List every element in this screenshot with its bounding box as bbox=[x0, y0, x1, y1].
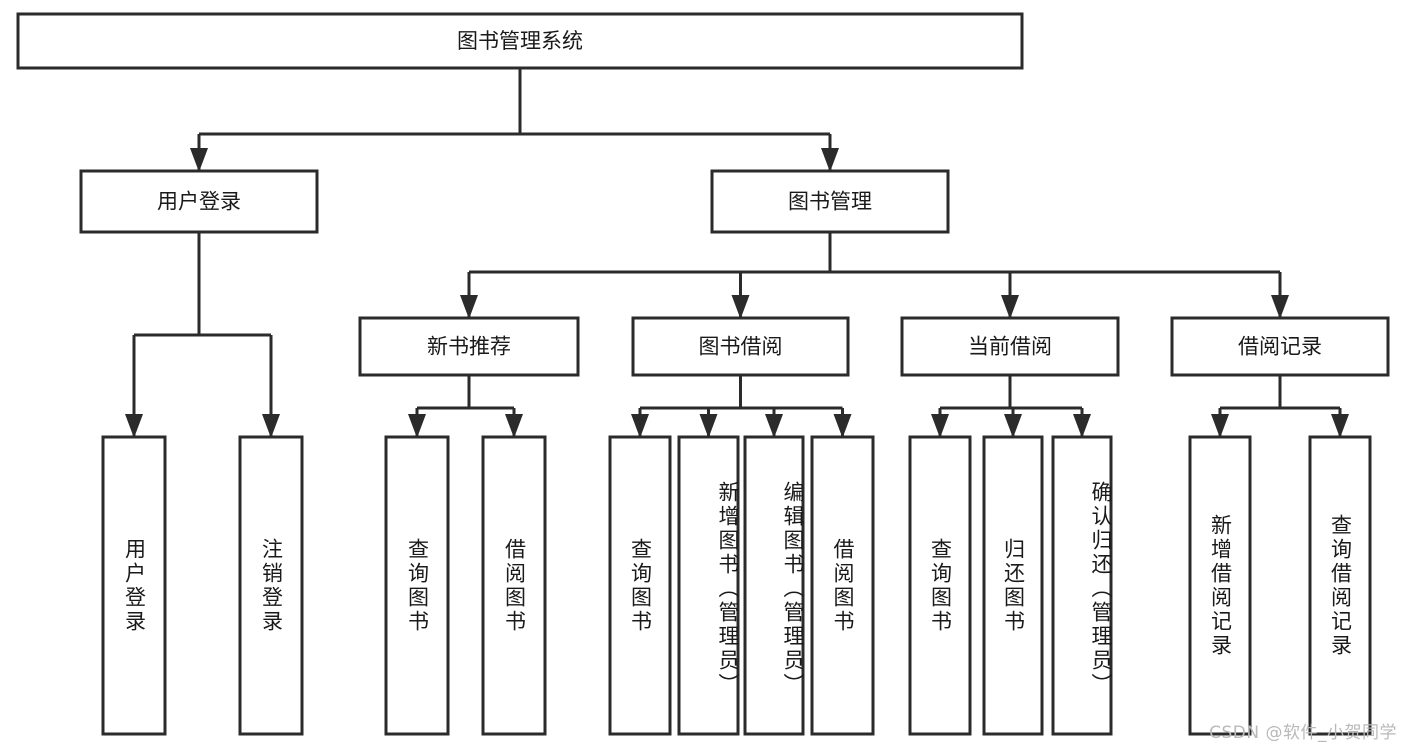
node-l-add-borrow-record[interactable] bbox=[1188, 435, 1252, 736]
node-label-n-borrow-record: 借阅记录 bbox=[1238, 335, 1322, 359]
node-n-borrow-record[interactable] bbox=[1170, 316, 1390, 377]
node-l-query-book-cb[interactable] bbox=[908, 435, 972, 736]
arrow-head-icon bbox=[190, 148, 208, 172]
node-l-logout[interactable] bbox=[238, 435, 304, 736]
arrow-head-icon bbox=[1271, 295, 1289, 319]
node-n-book-manage[interactable] bbox=[710, 169, 950, 234]
arrow-head-icon bbox=[731, 295, 750, 319]
node-n-book-borrow[interactable] bbox=[631, 316, 850, 377]
node-l-query-book-rec[interactable] bbox=[384, 435, 450, 736]
arrow-head-icon bbox=[931, 414, 949, 438]
node-l-borrow-book-rec[interactable] bbox=[481, 435, 547, 736]
csdn-watermark: CSDN @软件_小贺同学 bbox=[1209, 723, 1397, 743]
arrow-head-icon bbox=[1001, 295, 1019, 319]
arrow-head-icon bbox=[765, 414, 783, 438]
node-label-n-new-book-rec: 新书推荐 bbox=[427, 335, 511, 359]
node-l-return-book[interactable] bbox=[982, 435, 1044, 736]
node-label-n-book-manage: 图书管理 bbox=[788, 190, 872, 214]
arrow-head-icon bbox=[631, 414, 649, 438]
node-l-edit-book-admin[interactable] bbox=[743, 435, 805, 736]
node-n-current-borrow[interactable] bbox=[900, 316, 1120, 377]
node-l-query-borrow-record[interactable] bbox=[1308, 435, 1372, 736]
node-l-borrow-book-bb[interactable] bbox=[810, 435, 875, 736]
arrow-head-icon bbox=[699, 414, 718, 438]
arrow-head-icon bbox=[833, 414, 852, 438]
arrow-head-icon bbox=[408, 414, 426, 438]
node-l-confirm-return[interactable] bbox=[1051, 435, 1113, 736]
node-label-n-user-login: 用户登录 bbox=[157, 190, 241, 214]
node-label-root: 图书管理系统 bbox=[457, 29, 583, 53]
arrow-head-icon bbox=[1211, 414, 1229, 438]
node-n-user-login[interactable] bbox=[79, 169, 319, 234]
node-l-add-book-admin[interactable] bbox=[677, 435, 740, 736]
arrow-head-icon bbox=[1073, 414, 1091, 438]
arrow-head-icon bbox=[460, 295, 478, 319]
node-l-user-login[interactable] bbox=[101, 435, 167, 736]
arrow-head-icon bbox=[262, 414, 280, 438]
arrow-head-icon bbox=[505, 414, 523, 438]
node-label-n-book-borrow: 图书借阅 bbox=[699, 335, 783, 359]
connector-edges-layer bbox=[125, 68, 1349, 438]
arrow-head-icon bbox=[821, 148, 839, 172]
node-boxes-layer bbox=[16, 12, 1390, 736]
arrow-head-icon bbox=[1004, 414, 1022, 438]
arrow-head-icon bbox=[1331, 414, 1349, 438]
node-label-n-current-borrow: 当前借阅 bbox=[968, 335, 1052, 359]
node-l-query-book-bb[interactable] bbox=[608, 435, 672, 736]
arrow-head-icon bbox=[125, 414, 143, 438]
node-root[interactable] bbox=[16, 12, 1024, 70]
node-n-new-book-rec[interactable] bbox=[358, 316, 580, 377]
